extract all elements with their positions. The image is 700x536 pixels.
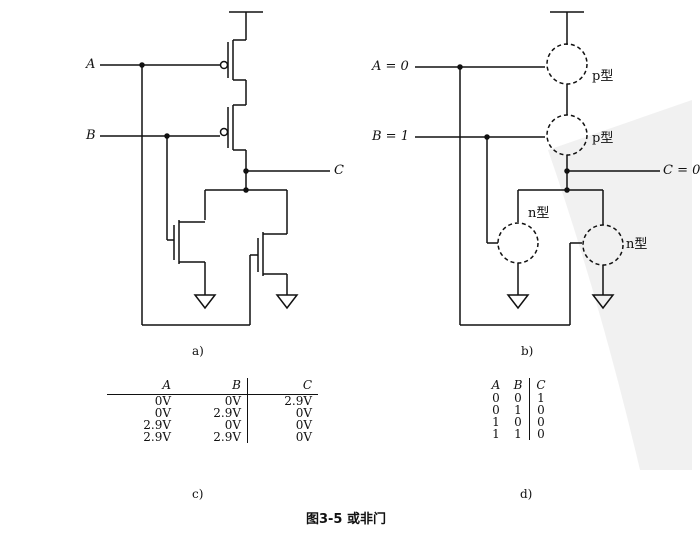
sublabel-b: b) [521, 344, 534, 358]
input-a-value-label: A = 0 [372, 59, 409, 74]
input-b-label: B [86, 128, 96, 143]
n-type-label-1: n型 [528, 206, 550, 221]
pmos-transistor-a1 [219, 39, 246, 81]
n-type-label-2: n型 [626, 237, 648, 252]
pmos-transistor-a2 [219, 104, 246, 151]
table-header: A [107, 378, 177, 395]
input-a-label: A [86, 57, 96, 72]
table-header: A [491, 378, 501, 392]
input-b-value-label: B = 1 [372, 129, 409, 144]
nmos-transistor-a1 [173, 220, 217, 310]
output-c-value-label: C = 0 [663, 163, 700, 178]
nmos-transistor-a2 [257, 225, 299, 310]
p-type-label-1: p型 [592, 69, 614, 84]
table-header: C [247, 378, 318, 395]
circuit-b [415, 11, 660, 326]
table-header: B [177, 378, 248, 395]
figure-caption: 图3-5 或非门 [305, 512, 386, 527]
p-type-label-2: p型 [592, 131, 614, 146]
p-switch-b2 [546, 114, 588, 156]
circuit-a [100, 11, 330, 326]
sublabel-a: a) [192, 344, 204, 358]
sublabel-d: d) [520, 487, 533, 501]
p-switch-b1 [546, 43, 588, 85]
n-switch-b1 [497, 222, 539, 264]
table-header: B [513, 378, 523, 392]
table-header: C [529, 378, 552, 392]
n-switch-b2 [582, 224, 624, 266]
output-c-label: C [334, 163, 344, 178]
sublabel-c: c) [192, 487, 204, 501]
